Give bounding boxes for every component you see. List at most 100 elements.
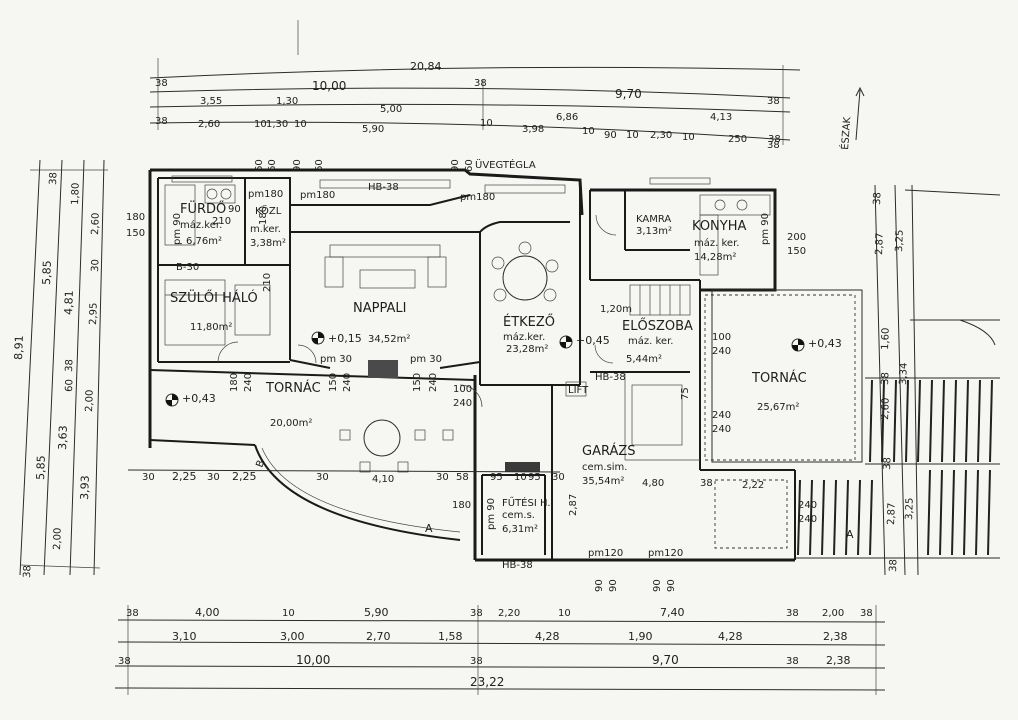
room-floor: máz. ker. xyxy=(694,237,739,249)
svg-text:240: 240 xyxy=(712,424,731,435)
svg-text:2,00: 2,00 xyxy=(52,527,64,550)
room-name: TORNÁC xyxy=(751,370,807,386)
svg-text:210: 210 xyxy=(262,273,273,292)
dim-label: 10 xyxy=(682,132,695,143)
svg-text:pm180: pm180 xyxy=(300,190,335,201)
svg-text:90: 90 xyxy=(594,579,605,592)
svg-text:2,20: 2,20 xyxy=(498,608,520,619)
annotation-labels: ÜVEGTÉGLA HB-38 HB-38 HB-38 B-30 LIFT A … xyxy=(176,158,854,571)
svg-text:95: 95 xyxy=(490,472,503,483)
svg-text:pm 30: pm 30 xyxy=(320,354,352,365)
svg-text:90: 90 xyxy=(652,579,663,592)
level-label: +0,45 xyxy=(576,334,610,347)
top-dimension-lines xyxy=(149,58,801,145)
svg-text:240: 240 xyxy=(712,346,731,357)
svg-text:5,85: 5,85 xyxy=(40,260,54,285)
svg-text:38: 38 xyxy=(786,656,799,667)
lintel-label: B-30 xyxy=(176,262,199,273)
north-arrow-icon: ÉSZAK xyxy=(838,86,865,150)
dim-label: 90 xyxy=(604,130,617,141)
dim-label: 20,84 xyxy=(410,60,442,73)
svg-text:pm 90: pm 90 xyxy=(760,213,771,245)
svg-text:3,25: 3,25 xyxy=(894,229,906,252)
svg-text:30: 30 xyxy=(436,472,449,483)
svg-text:2,22: 2,22 xyxy=(742,480,764,491)
svg-text:3,93: 3,93 xyxy=(78,475,92,500)
svg-text:pm 90: pm 90 xyxy=(172,213,183,245)
svg-text:180: 180 xyxy=(258,206,269,225)
svg-text:2,25: 2,25 xyxy=(172,470,197,483)
svg-text:240: 240 xyxy=(798,514,817,525)
svg-text:240: 240 xyxy=(243,373,254,392)
dim-label: 10 xyxy=(626,130,639,141)
dim-label: 1,30 xyxy=(276,96,298,107)
svg-text:90: 90 xyxy=(608,579,619,592)
level-label: +0,15 xyxy=(328,332,362,345)
svg-text:150: 150 xyxy=(126,228,145,239)
room-area: 5,44m² xyxy=(626,354,662,365)
room-labels: FÜRDŐ máz.ker. 6,76m² KÖZL m.ker. 3,38m²… xyxy=(170,200,807,535)
room-area: 14,28m² xyxy=(694,252,736,263)
svg-text:3,34: 3,34 xyxy=(898,362,910,385)
svg-text:2,87: 2,87 xyxy=(886,502,898,525)
room-area: 6,76m² xyxy=(186,236,222,247)
left-dim-labels: 38 1,80 2,60 30 5,85 4,81 2,95 8,91 38 6… xyxy=(12,172,102,578)
svg-text:pm180: pm180 xyxy=(248,189,283,200)
svg-text:1,90: 1,90 xyxy=(628,630,653,643)
svg-text:10: 10 xyxy=(514,472,527,483)
room-floor: m.ker. xyxy=(250,224,281,235)
dim-label: 2,60 xyxy=(198,119,220,130)
room-area: 35,54m² xyxy=(582,476,624,487)
svg-text:90: 90 xyxy=(666,579,677,592)
svg-text:4,10: 4,10 xyxy=(372,474,394,485)
furniture xyxy=(164,184,771,473)
svg-text:10: 10 xyxy=(558,608,571,619)
left-dimension-lines xyxy=(19,159,108,576)
right-dimension-lines xyxy=(874,184,919,576)
svg-text:38: 38 xyxy=(118,656,131,667)
svg-text:150: 150 xyxy=(787,246,806,257)
svg-text:4,81: 4,81 xyxy=(62,290,76,315)
svg-text:23,22: 23,22 xyxy=(470,675,504,689)
svg-text:240: 240 xyxy=(798,500,817,511)
svg-text:2,00: 2,00 xyxy=(84,389,96,412)
stairs xyxy=(795,189,1001,559)
svg-text:60: 60 xyxy=(254,159,265,172)
svg-text:240: 240 xyxy=(453,398,472,409)
svg-text:30: 30 xyxy=(207,472,220,483)
dim-label: 5,00 xyxy=(380,104,402,115)
dim-label: 10 xyxy=(294,119,307,130)
room-name: TORNÁC xyxy=(265,380,321,396)
dim-label: 10 xyxy=(480,118,493,129)
room-name: ÉTKEZŐ xyxy=(503,314,555,330)
svg-text:95: 95 xyxy=(528,472,541,483)
svg-text:2,60: 2,60 xyxy=(880,397,892,420)
svg-text:240: 240 xyxy=(428,373,439,392)
bottom-dimension-lines xyxy=(114,469,886,695)
room-area: 3,38m² xyxy=(250,238,286,249)
svg-text:3,25: 3,25 xyxy=(904,497,916,520)
svg-text:2,38: 2,38 xyxy=(826,654,851,667)
svg-text:38: 38 xyxy=(470,656,483,667)
room-floor: máz. ker. xyxy=(628,335,673,347)
level-label: +0,43 xyxy=(808,337,842,350)
misc-dim-labels: 60 60 90 60 90 60 pm180 pm180 pm180 180 … xyxy=(126,159,817,592)
dim-label: 38 xyxy=(155,78,168,89)
svg-text:60: 60 xyxy=(314,159,325,172)
room-floor: máz.ker. xyxy=(180,219,222,231)
section-mark: A xyxy=(846,528,854,541)
svg-text:pm120: pm120 xyxy=(588,548,623,559)
svg-text:1,80: 1,80 xyxy=(70,182,82,205)
svg-text:8,91: 8,91 xyxy=(12,335,26,360)
dim-label: 10,00 xyxy=(312,79,346,93)
svg-text:1,20m: 1,20m xyxy=(600,304,632,315)
svg-text:38: 38 xyxy=(22,565,33,578)
lift-label: LIFT xyxy=(568,385,589,396)
svg-text:2,60: 2,60 xyxy=(90,212,102,235)
svg-text:240: 240 xyxy=(342,373,353,392)
dim-label: 38 xyxy=(767,96,780,107)
dim-label: 10 xyxy=(582,126,595,137)
svg-text:2,25: 2,25 xyxy=(232,470,257,483)
